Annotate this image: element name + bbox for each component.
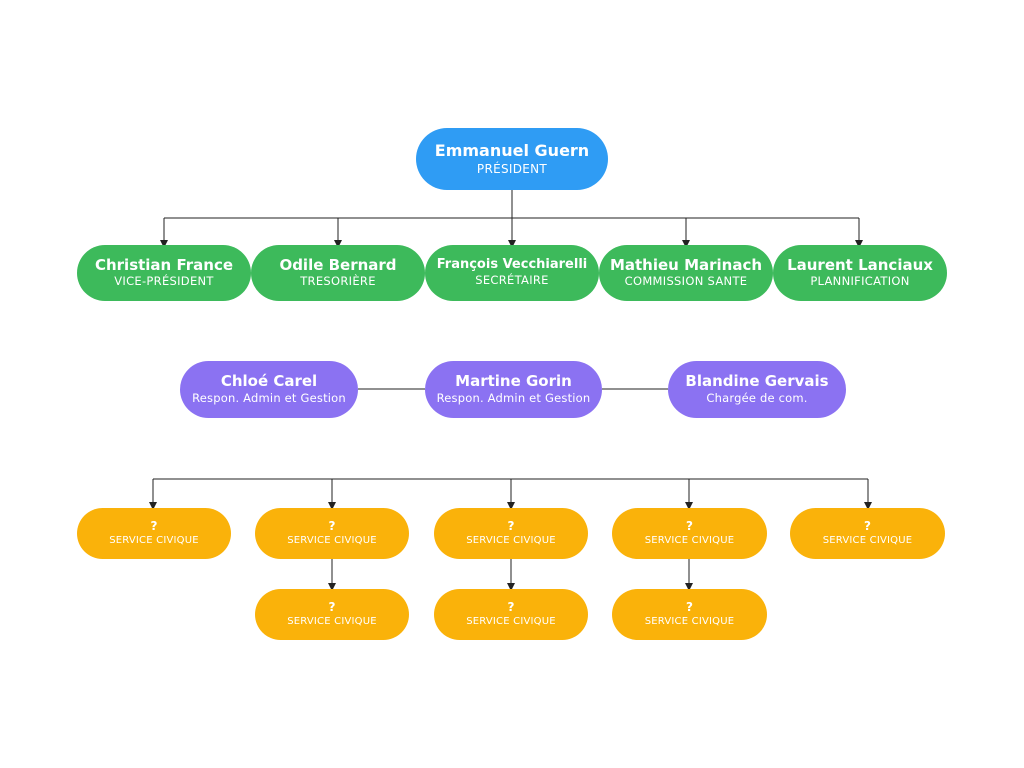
civic-service-role: SERVICE CIVIQUE bbox=[644, 615, 735, 627]
civic-service-role: SERVICE CIVIQUE bbox=[287, 615, 377, 627]
civic-service-name: ? bbox=[150, 519, 158, 534]
board-member-name: Christian France bbox=[94, 255, 234, 274]
staff-node-communication: Blandine Gervais Chargée de com. bbox=[668, 361, 846, 418]
civic-service-name: ? bbox=[328, 600, 336, 615]
board-member-name: Laurent Lanciaux bbox=[787, 255, 933, 274]
civic-service-role: SERVICE CIVIQUE bbox=[109, 534, 199, 546]
civic-service-role: SERVICE CIVIQUE bbox=[466, 534, 556, 546]
board-node-secretary: François Vecchiarelli SECRÉTAIRE bbox=[425, 245, 599, 301]
board-member-role: TRESORIÈRE bbox=[300, 274, 376, 289]
staff-member-name: Blandine Gervais bbox=[685, 372, 829, 391]
civic-service-node: ? SERVICE CIVIQUE bbox=[790, 508, 945, 559]
staff-member-name: Martine Gorin bbox=[455, 372, 572, 391]
staff-member-name: Chloé Carel bbox=[220, 372, 318, 391]
board-member-name: François Vecchiarelli bbox=[436, 257, 588, 273]
staff-member-role: Chargée de com. bbox=[706, 390, 808, 405]
civic-service-name: ? bbox=[686, 600, 693, 615]
civic-service-name: ? bbox=[507, 519, 515, 534]
board-member-role: VICE-PRÉSIDENT bbox=[114, 274, 214, 289]
civic-service-node: ? SERVICE CIVIQUE bbox=[434, 508, 588, 559]
civic-service-name: ? bbox=[328, 519, 336, 534]
civic-service-role: SERVICE CIVIQUE bbox=[287, 534, 377, 546]
president-role: PRÉSIDENT bbox=[476, 161, 548, 176]
president-node: Emmanuel Guern PRÉSIDENT bbox=[416, 128, 608, 190]
staff-member-role: Respon. Admin et Gestion bbox=[192, 390, 346, 405]
board-node-treasurer: Odile Bernard TRESORIÈRE bbox=[251, 245, 425, 301]
civic-service-role: SERVICE CIVIQUE bbox=[466, 615, 556, 627]
board-node-planning: Laurent Lanciaux PLANNIFICATION bbox=[773, 245, 947, 301]
civic-service-node: ? SERVICE CIVIQUE bbox=[77, 508, 231, 559]
staff-member-role: Respon. Admin et Gestion bbox=[436, 390, 591, 405]
board-member-name: Odile Bernard bbox=[279, 255, 397, 274]
civic-service-role: SERVICE CIVIQUE bbox=[822, 534, 913, 546]
civic-service-role: SERVICE CIVIQUE bbox=[644, 534, 735, 546]
board-node-health-commission: Mathieu Marinach COMMISSION SANTE bbox=[599, 245, 773, 301]
civic-service-node: ? SERVICE CIVIQUE bbox=[255, 589, 409, 640]
staff-node-admin-2: Martine Gorin Respon. Admin et Gestion bbox=[425, 361, 602, 418]
civic-service-name: ? bbox=[686, 519, 693, 534]
civic-service-node: ? SERVICE CIVIQUE bbox=[612, 589, 767, 640]
president-name: Emmanuel Guern bbox=[434, 141, 590, 161]
board-member-role: SECRÉTAIRE bbox=[475, 273, 549, 288]
staff-node-admin-1: Chloé Carel Respon. Admin et Gestion bbox=[180, 361, 358, 418]
civic-service-node: ? SERVICE CIVIQUE bbox=[612, 508, 767, 559]
civic-service-name: ? bbox=[507, 600, 515, 615]
board-member-role: COMMISSION SANTE bbox=[624, 274, 748, 289]
civic-service-name: ? bbox=[864, 519, 871, 534]
board-member-name: Mathieu Marinach bbox=[609, 255, 763, 274]
civic-service-node: ? SERVICE CIVIQUE bbox=[434, 589, 588, 640]
board-member-role: PLANNIFICATION bbox=[810, 274, 910, 289]
civic-service-node: ? SERVICE CIVIQUE bbox=[255, 508, 409, 559]
board-node-vice-president: Christian France VICE-PRÉSIDENT bbox=[77, 245, 251, 301]
